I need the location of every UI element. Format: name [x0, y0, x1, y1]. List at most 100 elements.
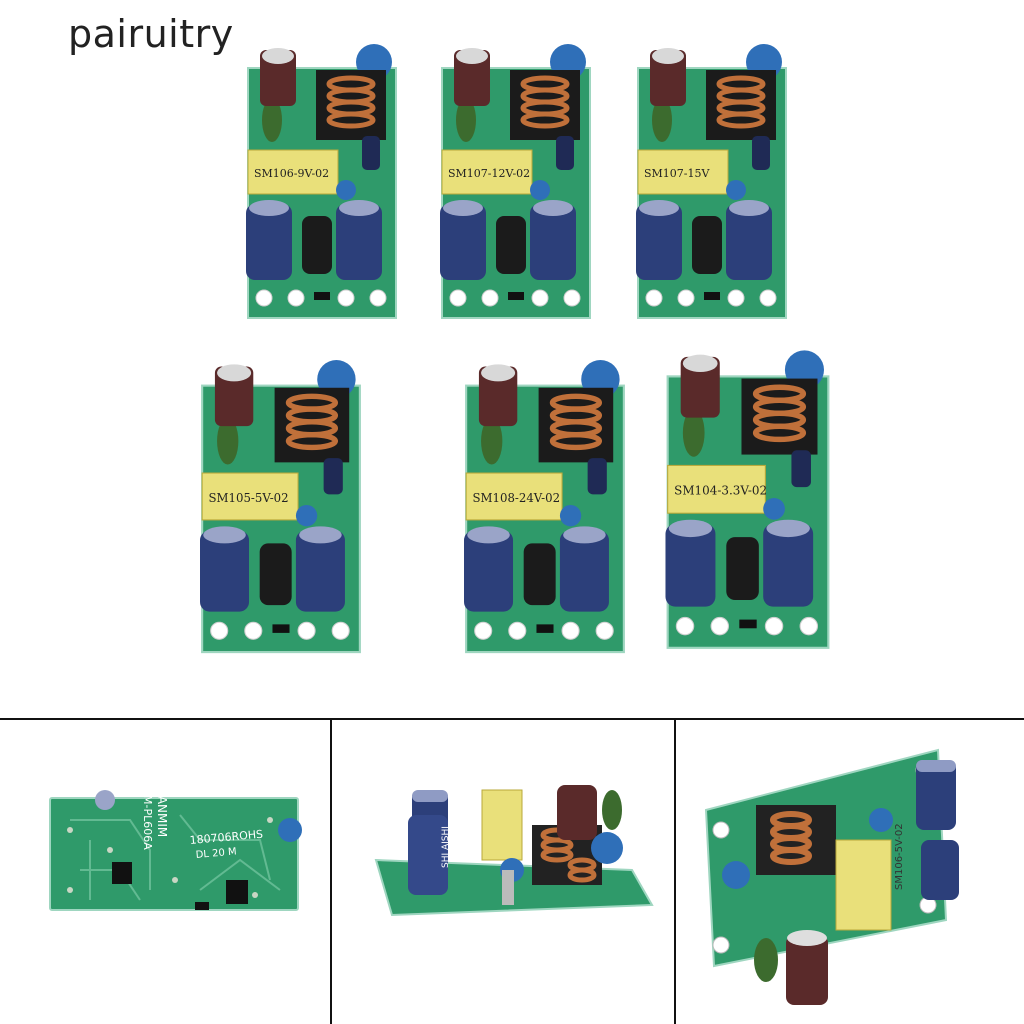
x-capacitor-icon [682, 408, 705, 457]
mount-hole-icon [710, 616, 729, 636]
transformer-icon [247, 149, 339, 195]
electrolytic-capacitor-icon [408, 815, 448, 895]
power-board-6: SM104-3.3V-02 [664, 346, 832, 650]
mount-hole-icon [727, 289, 745, 307]
inductor-icon [523, 543, 556, 606]
ic-chip-icon [226, 880, 248, 904]
inductor-icon [259, 543, 292, 606]
capacitor-text: SHI AISHI [441, 826, 451, 868]
mount-hole-icon [255, 289, 273, 307]
electrolytic-capacitor-icon [650, 50, 686, 106]
smd-resistor-icon [272, 624, 290, 633]
mount-hole-icon [369, 289, 387, 307]
x-capacitor-icon [602, 790, 622, 830]
electrolytic-capacitor-icon [763, 524, 814, 607]
mount-hole-icon [561, 621, 580, 640]
y-capacitor-icon [336, 180, 356, 200]
inductor-icon [692, 216, 722, 274]
y-capacitor-icon [726, 180, 746, 200]
mount-hole-icon [508, 621, 527, 640]
power-board-5: SM108-24V-02 [464, 350, 626, 660]
pcb-back [49, 797, 299, 911]
small-capacitor-icon [587, 458, 607, 495]
transformer-label: SM105-5V-02 [209, 491, 289, 505]
mount-hole-icon [677, 289, 695, 307]
mount-hole-icon [287, 289, 305, 307]
transformer-label: SM107-12V-02 [448, 167, 530, 180]
electrolytic-capacitor-icon [200, 530, 250, 612]
transformer-label: SM106-9V-02 [254, 167, 329, 180]
y-capacitor-icon [722, 861, 750, 889]
electrolytic-capacitor-icon [454, 50, 490, 106]
smd-resistor-icon [536, 624, 554, 633]
electrolytic-capacitor-icon [921, 840, 959, 900]
electrolytic-capacitor-icon [786, 935, 828, 1005]
smd-resistor-icon [195, 902, 209, 910]
y-capacitor-icon [591, 832, 623, 864]
x-capacitor-icon [456, 98, 476, 142]
electrolytic-capacitor-icon [557, 785, 597, 840]
mount-hole-icon [645, 289, 663, 307]
y-capacitor-icon [278, 818, 302, 842]
mount-hole-icon [481, 289, 499, 307]
panel-board-angled: SM106-5V-02 [676, 720, 1024, 1024]
power-board-3: SM107-15V [636, 40, 788, 320]
small-capacitor-icon [752, 136, 770, 170]
mount-hole-icon [764, 616, 784, 636]
mount-hole-icon [297, 621, 316, 640]
electrolytic-capacitor-icon [260, 50, 296, 106]
x-capacitor-icon [652, 98, 672, 142]
mount-hole-icon [675, 616, 695, 636]
mount-hole-icon [563, 289, 581, 307]
y-capacitor-icon [530, 180, 550, 200]
mount-hole-icon [210, 621, 229, 640]
mount-hole-icon [595, 621, 614, 640]
capacitor-top-icon [95, 790, 115, 810]
mount-hole-icon [331, 621, 350, 640]
x-capacitor-icon [754, 938, 778, 982]
transformer-label: SM108-24V-02 [473, 491, 561, 505]
x-capacitor-icon [217, 417, 239, 465]
panel-board-back: SANMIM SM-PL606A 180706ROHS DL 20 M [0, 720, 330, 1024]
smd-resistor-icon [739, 619, 757, 629]
power-board-1: SM106-9V-02 [246, 40, 398, 320]
vertical-divider-right [674, 718, 676, 1024]
electrolytic-capacitor-icon [680, 356, 720, 418]
power-board-4: SM105-5V-02 [200, 350, 362, 660]
mount-hole-icon [759, 289, 777, 307]
electrolytic-capacitor-icon [246, 204, 292, 280]
transformer-icon [637, 149, 729, 195]
small-capacitor-icon [323, 458, 343, 495]
electrolytic-capacitor-icon [636, 204, 682, 280]
y-capacitor-icon [763, 498, 785, 520]
transformer-icon [667, 464, 766, 514]
inductor-icon [302, 216, 332, 274]
y-capacitor-icon [869, 808, 893, 832]
mount-hole-icon [449, 289, 467, 307]
transformer-icon [465, 472, 563, 521]
electrolytic-capacitor-icon [464, 530, 514, 612]
electrolytic-capacitor-icon [665, 524, 716, 607]
small-capacitor-icon [556, 136, 574, 170]
electrolytic-capacitor-icon [530, 204, 576, 280]
smd-resistor-icon [314, 292, 330, 300]
panel-board-side: SHI AISHI [332, 720, 674, 1024]
ic-chip-icon [112, 862, 132, 884]
power-board-2: SM107-12V-02 [440, 40, 592, 320]
smd-resistor-icon [704, 292, 720, 300]
transformer-icon [201, 472, 299, 521]
silkscreen-text: SM-PL606A [141, 788, 154, 850]
inductor-icon [496, 216, 526, 274]
transformer-icon [441, 149, 533, 195]
electrolytic-capacitor-icon [440, 204, 486, 280]
silkscreen-text: 180706ROHS [189, 828, 263, 847]
small-capacitor-icon [362, 136, 380, 170]
electrolytic-capacitor-icon [726, 204, 772, 280]
vertical-divider-left [330, 718, 332, 1024]
silkscreen-text: SANMIM [155, 788, 169, 837]
horizontal-divider [0, 718, 1024, 720]
inductor-icon [726, 537, 759, 601]
electrolytic-capacitor-icon [336, 204, 382, 280]
cylinder-icon [502, 870, 514, 905]
mount-hole-icon [799, 616, 819, 636]
